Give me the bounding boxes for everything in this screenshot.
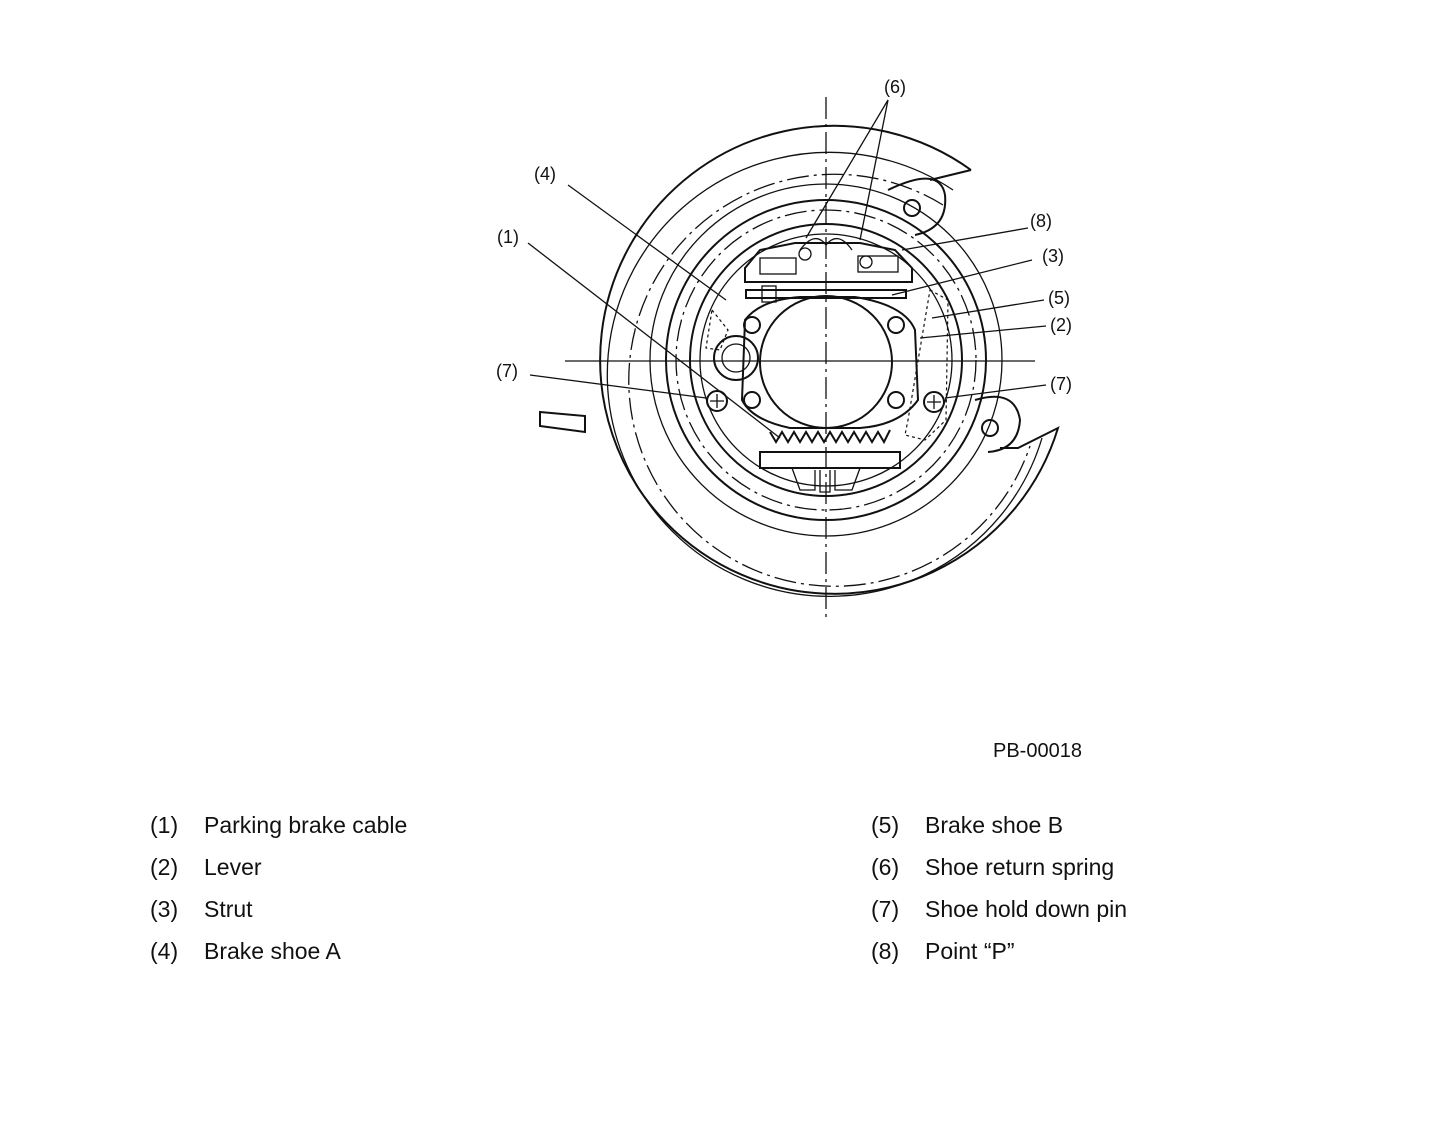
legend-label: Lever xyxy=(204,853,262,880)
brake-diagram-svg: (6) (4) (8) (1) (3) (5) (2) (7) (7) xyxy=(496,77,1072,618)
brake-assembly-diagram: (6) (4) (8) (1) (3) (5) (2) (7) (7) xyxy=(496,77,1072,618)
shoe-inner xyxy=(699,233,953,487)
lining-right xyxy=(904,289,949,441)
callout-4: (4) xyxy=(534,164,556,184)
drum-ring-mid xyxy=(665,199,987,521)
legend-item: (4) Brake shoe A xyxy=(150,930,407,972)
return-spring-right xyxy=(857,255,899,273)
callout-7-right: (7) xyxy=(1050,374,1072,394)
legend-number: (2) xyxy=(150,853,179,880)
hub-center-bore xyxy=(759,295,893,429)
legend-item: (8) Point “P” xyxy=(871,930,1127,972)
lower-mount-hole xyxy=(981,419,999,437)
hold-down-pin-right xyxy=(923,391,945,413)
legend-label: Strut xyxy=(204,895,253,922)
legend-item: (2) Lever xyxy=(150,846,407,888)
legend-item: (3) Strut xyxy=(150,888,407,930)
legend-label: Brake shoe A xyxy=(204,937,341,964)
adjuster-boss-inner xyxy=(721,343,751,373)
bottom-adjuster xyxy=(759,451,901,469)
legend-left-column: (1) Parking brake cable (2) Lever (3) St… xyxy=(150,804,407,972)
backing-plate-inner-ring xyxy=(606,151,1043,598)
hold-down-pin-right-cross xyxy=(927,395,941,409)
strut-spring xyxy=(761,285,777,303)
upper-mount-hole xyxy=(903,199,921,217)
strut-bar xyxy=(745,289,907,299)
drum-ring-inner xyxy=(675,209,977,511)
return-spring-hooks xyxy=(799,238,853,251)
legend-label: Parking brake cable xyxy=(204,811,408,838)
legend-number: (4) xyxy=(150,937,179,964)
hub-bolt-hole-4 xyxy=(887,391,905,409)
callout-2: (2) xyxy=(1050,315,1072,335)
legend-number: (1) xyxy=(150,811,179,838)
legend-label: Shoe hold down pin xyxy=(925,895,1128,922)
figure-code: PB-00018 xyxy=(993,740,1082,762)
callout-6: (6) xyxy=(884,77,906,97)
legend-item: (6) Shoe return spring xyxy=(871,846,1127,888)
legend-number: (5) xyxy=(871,811,900,838)
upper-mount-ear xyxy=(887,177,947,236)
callout-1: (1) xyxy=(497,227,519,247)
legend-label: Brake shoe B xyxy=(925,811,1064,838)
legend-label: Point “P” xyxy=(925,937,1015,964)
legend-number: (8) xyxy=(871,937,900,964)
legend-item: (1) Parking brake cable xyxy=(150,804,407,846)
anchor-pin-right xyxy=(859,255,873,269)
hub-bolt-hole-1 xyxy=(743,316,761,334)
legend-item: (5) Brake shoe B xyxy=(871,804,1127,846)
callout-8: (8) xyxy=(1030,211,1052,231)
legend-item: (7) Shoe hold down pin xyxy=(871,888,1127,930)
return-spring-left xyxy=(759,257,797,275)
backing-plate-dash-ring xyxy=(628,173,1031,587)
legend-number: (6) xyxy=(871,853,900,880)
legend-label: Shoe return spring xyxy=(925,853,1115,880)
leader-lines xyxy=(527,99,1047,439)
wheel-cylinder xyxy=(744,242,913,283)
backing-plate-outer xyxy=(599,124,1060,595)
legend-number: (3) xyxy=(150,895,179,922)
adjuster-boss-outer xyxy=(713,335,759,381)
callout-3: (3) xyxy=(1042,246,1064,266)
anchor-pin-left xyxy=(798,247,812,261)
lining-left xyxy=(705,308,729,351)
legend-right-column: (5) Brake shoe B (6) Shoe return spring … xyxy=(871,804,1127,972)
hub-bolt-hole-2 xyxy=(887,316,905,334)
backing-plate-edge-top xyxy=(929,169,972,181)
drum-ring-outer xyxy=(649,183,1003,537)
hub-bolt-hole-3 xyxy=(743,391,761,409)
adjuster-spring xyxy=(769,429,891,445)
cable-stub xyxy=(539,410,586,434)
legend-number: (7) xyxy=(871,895,900,922)
hold-down-pin-left-cross xyxy=(710,394,724,408)
callout-7-left: (7) xyxy=(496,361,518,381)
lower-mount-ear xyxy=(974,395,1022,453)
shoe-outer xyxy=(689,223,963,497)
bottom-adjuster-detail xyxy=(791,467,861,493)
hold-down-pin-left xyxy=(706,390,728,412)
callout-5: (5) xyxy=(1048,288,1070,308)
